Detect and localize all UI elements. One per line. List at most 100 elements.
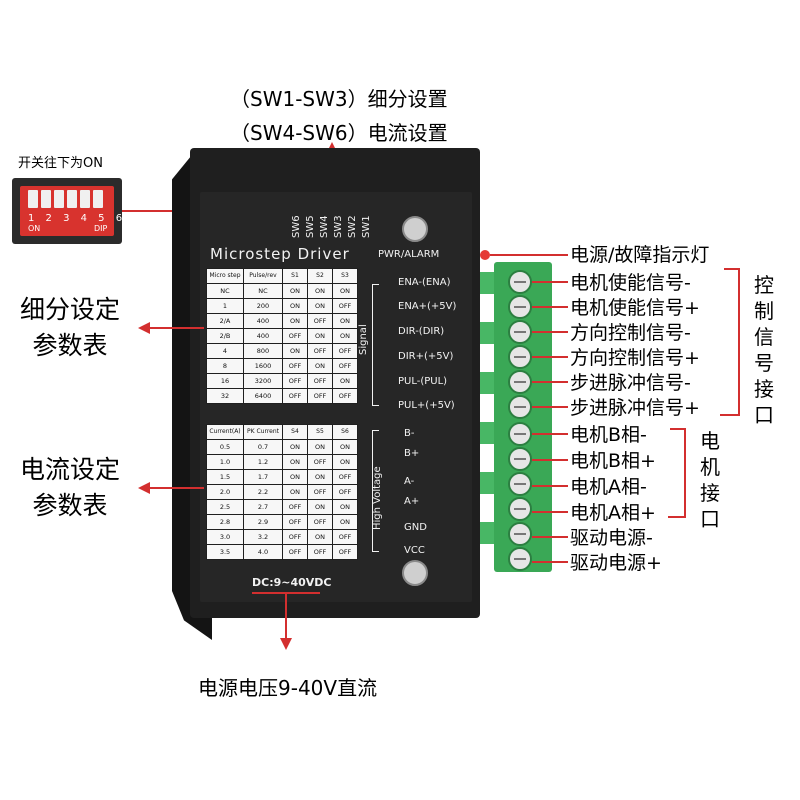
terminal-leader-line	[532, 459, 568, 461]
pwr-alarm-label: PWR/ALARM	[378, 249, 440, 260]
table-header-cell: S5	[307, 424, 333, 440]
terminal-leader-line	[532, 306, 568, 308]
terminal-screw[interactable]	[508, 345, 532, 369]
subdivision-arrow-line	[150, 327, 204, 329]
terminal-leader-line	[532, 331, 568, 333]
terminal-screw[interactable]	[508, 547, 532, 571]
table-cell: ON	[307, 328, 333, 344]
pin-label-dir-minus: DIR-(DIR)	[398, 326, 445, 337]
dc-rating-underline	[252, 592, 320, 594]
table-cell: OFF	[307, 388, 333, 404]
table-cell: 0.5	[206, 439, 244, 455]
power-fault-led-label: 电源/故障指示灯	[570, 244, 710, 266]
label-line: 参数表	[32, 491, 108, 520]
label-line: 细分设定	[20, 295, 121, 324]
table-cell: OFF	[332, 298, 358, 314]
table-cell: OFF	[307, 454, 333, 470]
terminal-label-pul-minus: 步进脉冲信号-	[570, 372, 691, 394]
dip-switch-body: 1 2 3 4 5 6 ON DIP	[20, 186, 122, 236]
table-cell: OFF	[332, 343, 358, 359]
table-cell: OFF	[332, 544, 358, 560]
table-cell: 2.9	[243, 514, 283, 530]
table-cell: OFF	[307, 373, 333, 389]
terminal-leader-line	[532, 356, 568, 358]
terminal-clip	[480, 372, 494, 394]
terminal-clip	[480, 472, 494, 494]
table-cell: 4	[206, 343, 244, 359]
table-cell: OFF	[282, 514, 308, 530]
terminal-label-dir-minus: 方向控制信号-	[570, 322, 691, 344]
table-cell: 0.7	[243, 439, 283, 455]
subdivision-arrow-head	[138, 322, 150, 334]
terminal-label-ena-plus: 电机使能信号+	[570, 297, 700, 319]
high-voltage-group-label: High Voltage	[372, 466, 383, 530]
terminal-screw[interactable]	[508, 395, 532, 419]
voltage-arrow-line	[285, 594, 287, 638]
dip-numbers: 1 2 3 4 5 6	[28, 213, 127, 224]
table-cell: ON	[332, 514, 358, 530]
table-cell: ON	[332, 313, 358, 329]
vertical-char: 口	[700, 507, 720, 531]
control-bracket-line	[738, 268, 740, 416]
table-cell: OFF	[307, 343, 333, 359]
table-cell: OFF	[332, 529, 358, 545]
table-cell: ON	[282, 469, 308, 485]
led-leader-line	[490, 254, 568, 256]
motor-bracket-line	[684, 428, 686, 518]
table-cell: 3.2	[243, 529, 283, 545]
terminal-screw[interactable]	[508, 472, 532, 496]
table-row: 1.0 1.2 ON OFF ON	[206, 454, 358, 470]
table-cell: 400	[243, 328, 283, 344]
terminal-leader-line	[532, 281, 568, 283]
terminal-screw[interactable]	[508, 522, 532, 546]
table-cell: 32	[206, 388, 244, 404]
table-cell: ON	[307, 469, 333, 485]
sw1-label: SW1	[361, 215, 372, 238]
control-interface-label: 控 制 信 号 接 口	[752, 272, 776, 428]
terminal-screw[interactable]	[508, 497, 532, 521]
terminal-screw[interactable]	[508, 370, 532, 394]
terminal-label-b-minus: 电机B相-	[570, 424, 647, 446]
pin-label-ena-minus: ENA-(ENA)	[398, 277, 451, 288]
table-cell: OFF	[282, 499, 308, 515]
vertical-char: 口	[754, 403, 774, 427]
terminal-screw[interactable]	[508, 295, 532, 319]
table-cell: OFF	[332, 388, 358, 404]
high-voltage-bracket	[372, 430, 379, 552]
terminal-label-a-minus: 电机A相-	[570, 476, 647, 498]
signal-group-label: Signal	[358, 324, 369, 355]
subdivision-table-label: 细分设定 参数表	[20, 292, 120, 364]
terminal-clip	[480, 422, 494, 444]
pin-label-a-plus: A+	[404, 496, 420, 507]
pin-label-vcc: VCC	[404, 545, 425, 556]
dip-toggle	[93, 190, 103, 208]
table-row: NC NC ON ON ON	[206, 283, 358, 299]
table-cell: OFF	[282, 529, 308, 545]
table-header-cell: PK Current	[243, 424, 283, 440]
terminal-leader-line	[532, 433, 568, 435]
terminal-label-power-minus: 驱动电源-	[570, 527, 653, 549]
table-cell: OFF	[282, 358, 308, 374]
terminal-clip	[480, 322, 494, 344]
control-bracket-top	[724, 268, 740, 270]
terminal-screw[interactable]	[508, 447, 532, 471]
signal-bracket	[372, 284, 379, 406]
current-arrow-line	[150, 487, 204, 489]
table-row: 16 3200 OFF OFF ON	[206, 373, 358, 389]
terminal-screw[interactable]	[508, 422, 532, 446]
dip-dip-label: DIP	[94, 224, 108, 233]
table-cell: 8	[206, 358, 244, 374]
vertical-char: 电	[700, 429, 720, 453]
table-cell: 1	[206, 298, 244, 314]
dip-toggle	[67, 190, 77, 208]
driver-title: Microstep Driver	[210, 245, 350, 263]
table-header-cell: Current(A)	[206, 424, 244, 440]
table-row: 32 6400 OFF OFF OFF	[206, 388, 358, 404]
table-cell: ON	[307, 529, 333, 545]
terminal-screw[interactable]	[508, 270, 532, 294]
dip-toggle	[41, 190, 51, 208]
table-row: 1 200 ON ON OFF	[206, 298, 358, 314]
current-table: Current(A) PK Current S4 S5 S6 0.5 0.7 O…	[206, 424, 358, 560]
terminal-screw[interactable]	[508, 320, 532, 344]
vertical-char: 号	[754, 351, 774, 375]
